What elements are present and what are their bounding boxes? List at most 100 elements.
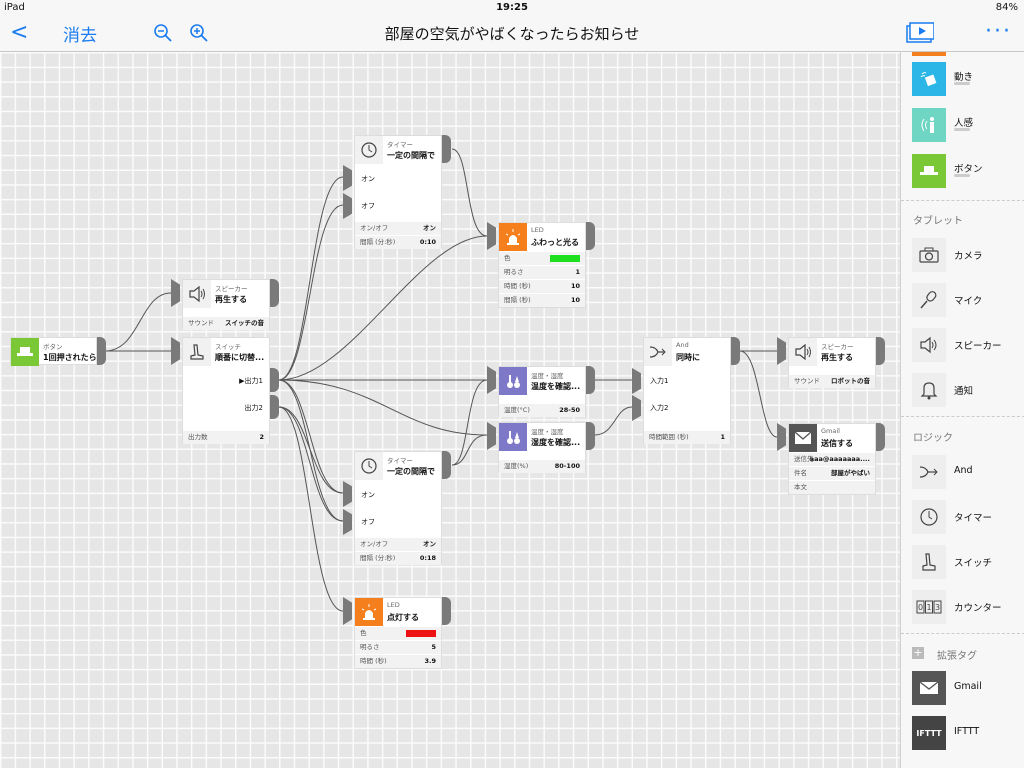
- thermometer-icon: [499, 367, 527, 395]
- property-value: 0:10: [419, 238, 436, 246]
- palette-item-status: [954, 174, 970, 177]
- node-property[interactable]: 間隔 (秒)10: [499, 293, 585, 307]
- and-node[interactable]: And 同時に 入力1 入力2 時間範囲 (秒)1: [643, 337, 731, 444]
- input-port[interactable]: [343, 481, 352, 507]
- input-port[interactable]: [487, 222, 496, 250]
- node-property[interactable]: 時間範囲 (秒)1: [644, 430, 730, 444]
- palette-item-and[interactable]: And: [901, 449, 1024, 493]
- node-property[interactable]: 時間 (秒)3.9: [355, 654, 441, 668]
- temperature-node[interactable]: 温度・湿度 温度を確認... 温度(°C)28-50: [498, 366, 586, 417]
- output-port[interactable]: [731, 337, 740, 365]
- input-port[interactable]: [487, 366, 496, 394]
- node-property[interactable]: 本文: [789, 480, 875, 494]
- property-label: 間隔 (分:秒): [360, 238, 396, 246]
- property-value: ロボットの音: [831, 377, 870, 385]
- input-port[interactable]: [343, 165, 352, 191]
- palette-item-gmail[interactable]: Gmail: [901, 665, 1024, 709]
- clock-icon: [355, 136, 383, 164]
- undo-button[interactable]: 消去: [63, 26, 97, 46]
- color-property[interactable]: 色: [499, 251, 585, 265]
- node-property[interactable]: 湿度(%)80-100: [499, 459, 585, 473]
- zoom-in-icon[interactable]: [188, 22, 210, 44]
- input-port[interactable]: [171, 337, 180, 365]
- output-port[interactable]: [442, 135, 451, 163]
- palette-item-notify[interactable]: 通知: [901, 367, 1024, 411]
- output-port[interactable]: [442, 451, 451, 479]
- more-button[interactable]: ···: [985, 19, 1012, 44]
- divider: [901, 633, 1024, 634]
- input-port[interactable]: [343, 597, 352, 625]
- node-property[interactable]: オン/オフオン: [355, 221, 441, 235]
- property-value: 1: [575, 268, 580, 276]
- output-port[interactable]: [876, 337, 885, 365]
- node-property[interactable]: 件名部屋がやばい: [789, 466, 875, 480]
- property-value: 28-50: [559, 406, 580, 414]
- back-button[interactable]: <: [10, 20, 29, 45]
- palette-item-ifttt[interactable]: IFTTT IFTTT: [901, 710, 1024, 754]
- output-port[interactable]: [270, 368, 279, 392]
- device-label: iPad: [4, 2, 25, 13]
- color-property[interactable]: 色: [355, 626, 441, 640]
- palette-item-motion[interactable]: 動き: [901, 56, 1024, 100]
- input-port[interactable]: [171, 279, 180, 307]
- output-port[interactable]: [586, 422, 595, 450]
- input-port[interactable]: [777, 337, 786, 365]
- play-icon[interactable]: [906, 22, 934, 44]
- input-port[interactable]: [487, 422, 496, 450]
- palette-item-speaker[interactable]: スピーカー: [901, 322, 1024, 366]
- speaker-node[interactable]: スピーカー 再生する サウンドスイッチの音: [182, 279, 270, 330]
- input-port[interactable]: [343, 193, 352, 219]
- input-port[interactable]: [632, 368, 641, 394]
- node-property[interactable]: 間隔 (分:秒) 0:10: [355, 235, 441, 249]
- add-extension-icon[interactable]: +: [912, 646, 924, 659]
- node-property[interactable]: サウンドスイッチの音: [183, 316, 269, 330]
- node-name: 再生する: [821, 353, 853, 362]
- timer-node[interactable]: タイマー 一定の間隔で オン オフ オン/オフオン 間隔 (分:秒)0:10: [354, 135, 442, 249]
- node-name: 温度を確認...: [531, 382, 581, 391]
- output-port[interactable]: [97, 337, 106, 365]
- output-port[interactable]: [442, 597, 451, 625]
- palette-item-switch[interactable]: スイッチ: [901, 539, 1024, 583]
- palette-item-timer[interactable]: タイマー: [901, 494, 1024, 538]
- output-port[interactable]: [586, 366, 595, 394]
- palette-item-button[interactable]: ボタン: [901, 148, 1024, 192]
- humidity-node[interactable]: 温度・湿度 湿度を確認... 湿度(%)80-100: [498, 422, 586, 473]
- property-label: 温度(°C): [504, 406, 530, 414]
- input-port[interactable]: [632, 395, 641, 421]
- output-port[interactable]: [270, 279, 279, 307]
- palette-sidebar[interactable]: 動き 人感 ボタン タブレット カメラ マイク スピーカー 通知 ロジック An…: [900, 52, 1024, 768]
- node-property[interactable]: 時間 (秒)10: [499, 279, 585, 293]
- palette-item-camera[interactable]: カメラ: [901, 232, 1024, 276]
- timer-node[interactable]: タイマー 一定の間隔で オン オフ オン/オフオン 間隔 (分:秒)0:18: [354, 451, 442, 565]
- button-node[interactable]: ボタン 1回押されたら: [10, 337, 97, 366]
- node-property[interactable]: オン/オフオン: [355, 537, 441, 551]
- zoom-out-icon[interactable]: [152, 22, 174, 44]
- node-property[interactable]: 温度(°C) 28-50: [499, 403, 585, 417]
- palette-item-presence[interactable]: 人感: [901, 102, 1024, 146]
- input-port[interactable]: [343, 509, 352, 535]
- input-port[interactable]: [777, 423, 786, 451]
- palette-item-mic[interactable]: マイク: [901, 277, 1024, 321]
- node-property[interactable]: サウンドロボットの音: [789, 374, 875, 388]
- speaker-node[interactable]: スピーカー 再生する サウンドロボットの音: [788, 337, 876, 388]
- bell-icon: [912, 373, 946, 407]
- clock-icon: [355, 452, 383, 480]
- flow-canvas[interactable]: ボタン 1回押されたら スピーカー 再生する サウンドスイッチの音 スイッチ 順…: [0, 52, 900, 768]
- output-port[interactable]: [586, 222, 595, 250]
- section-header-extensions: 拡張タグ: [937, 651, 977, 662]
- palette-item-partial[interactable]: [912, 52, 946, 56]
- output-port[interactable]: [270, 395, 279, 419]
- property-value: 10: [570, 296, 580, 304]
- property-label: 湿度(%): [504, 462, 529, 470]
- output-port[interactable]: [876, 423, 885, 451]
- node-property[interactable]: 間隔 (分:秒)0:18: [355, 551, 441, 565]
